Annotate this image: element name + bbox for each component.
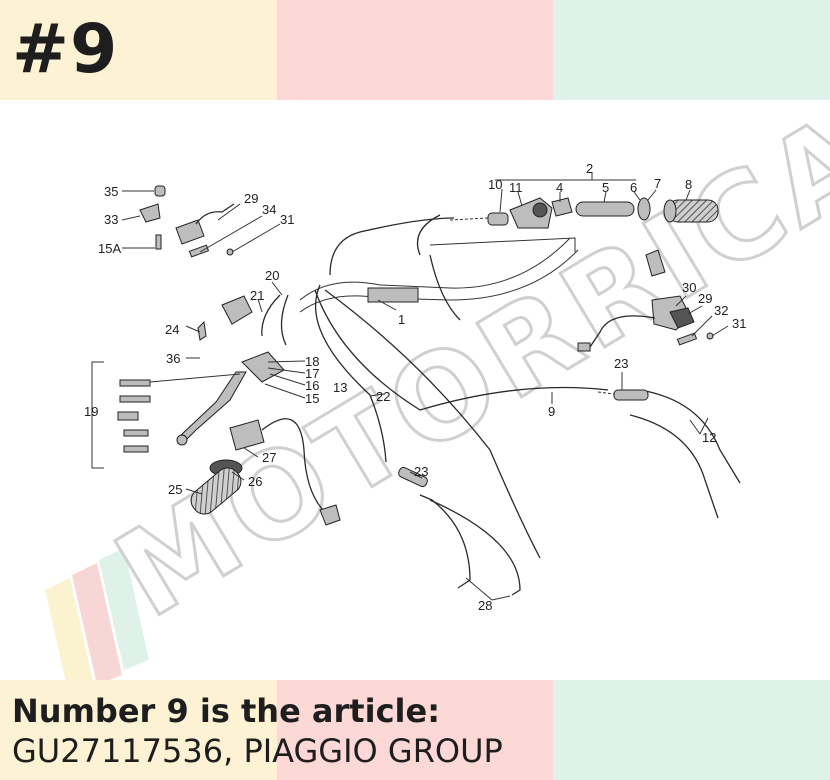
label-24: 24 [165, 322, 179, 337]
label-7: 7 [654, 176, 661, 191]
label-23: 23 [614, 356, 628, 371]
label-19: 19 [84, 404, 98, 419]
throttle-tube [575, 201, 635, 217]
label-4: 4 [556, 180, 563, 195]
cables [261, 214, 741, 596]
label-15: 15 [305, 391, 319, 406]
label-18: 18 [305, 354, 319, 369]
band-pink [276, 680, 554, 780]
label-21: 21 [250, 288, 264, 303]
band-yellow [0, 680, 277, 780]
article-caption-heading: Number 9 is the article: [12, 692, 440, 730]
left-grip [190, 467, 242, 515]
left-upper-parts [139, 185, 235, 258]
label-1: 1 [398, 312, 405, 327]
label-34: 34 [262, 202, 276, 217]
article-code: GU27117536, PIAGGIO GROUP [12, 732, 503, 770]
bottom-color-band [0, 680, 830, 780]
throttle-grip-assembly [449, 172, 719, 277]
label-8: 8 [685, 177, 692, 192]
label-15a: 15A [98, 241, 121, 256]
label-5: 5 [602, 180, 609, 195]
label-2: 2 [586, 161, 593, 176]
label-32: 32 [714, 303, 728, 318]
label-22: 22 [376, 389, 390, 404]
label-35: 35 [104, 184, 118, 199]
label-23-lower: 23 [414, 464, 428, 479]
label-20: 20 [265, 268, 279, 283]
band-pink [276, 0, 554, 100]
left-switch-block [175, 219, 205, 245]
label-12: 12 [702, 430, 716, 445]
band-yellow [0, 0, 277, 100]
label-30: 30 [682, 280, 696, 295]
detail-box-19 [91, 361, 241, 469]
band-green [553, 680, 830, 780]
leader-lines [121, 188, 729, 601]
label-25: 25 [168, 482, 182, 497]
top-color-band [0, 0, 830, 100]
label-33: 33 [104, 212, 118, 227]
label-36: 36 [166, 351, 180, 366]
label-9: 9 [548, 404, 555, 419]
handlebar [299, 237, 579, 313]
label-17: 17 [305, 366, 319, 381]
label-29-right: 29 [698, 291, 712, 306]
right-switch-group [577, 295, 714, 352]
label-11: 11 [509, 180, 523, 195]
clutch-lever-assembly [176, 295, 341, 526]
label-16: 16 [305, 378, 319, 393]
label-6: 6 [630, 180, 637, 195]
handlebar-clamp [367, 287, 419, 303]
band-green [553, 0, 830, 100]
label-29: 29 [244, 191, 258, 206]
label-13: 13 [333, 380, 347, 395]
label-31-right: 31 [732, 316, 746, 331]
exploded-parts-diagram: MOTORRICA [45, 100, 830, 680]
label-26: 26 [248, 474, 262, 489]
part-callout-labels: 35 33 15A 29 34 31 2 10 11 4 5 6 7 8 20 … [84, 161, 746, 613]
label-27: 27 [262, 450, 276, 465]
label-10: 10 [488, 177, 502, 192]
part-number-heading: #9 [12, 10, 119, 89]
watermark-text: MOTORRICA [93, 100, 830, 644]
throttle-sleeve [487, 212, 509, 226]
label-28: 28 [478, 598, 492, 613]
label-31: 31 [280, 212, 294, 227]
